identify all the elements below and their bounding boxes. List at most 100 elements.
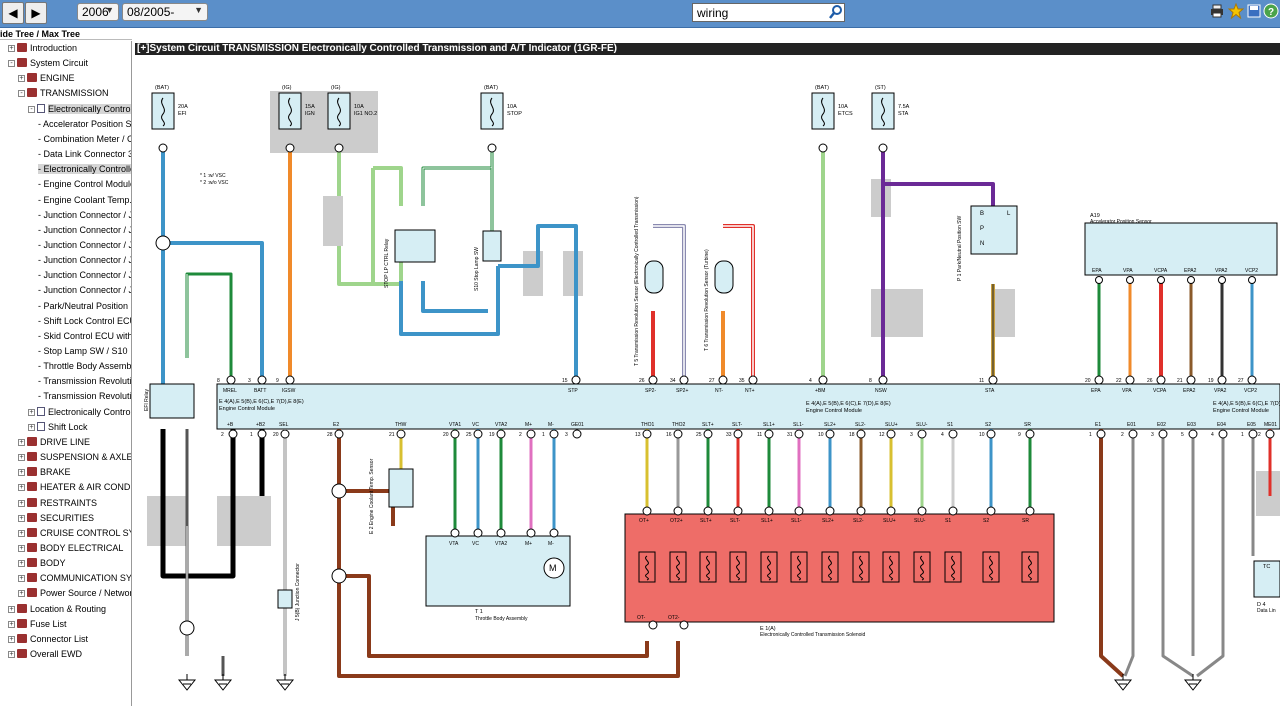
tree-item[interactable]: - Transmission Revoluti (38, 389, 131, 404)
tree-item[interactable]: - Junction Connector / J (38, 223, 131, 238)
back-button[interactable]: ◀ (2, 2, 24, 24)
tree-item[interactable]: - Transmission Revoluti (38, 374, 131, 389)
tree-item[interactable]: - Engine Coolant Temp. (38, 193, 131, 208)
expand-icon[interactable]: + (18, 499, 25, 507)
tree-item[interactable]: +ENGINE (18, 71, 75, 86)
pin-label: SLU+ (883, 518, 896, 524)
pin-label: MREL (223, 388, 237, 394)
tree-item[interactable]: +DRIVE LINE (18, 435, 90, 450)
pin-label: EPA (1092, 268, 1102, 274)
tree-item[interactable]: - Junction Connector / J (38, 253, 131, 268)
expand-icon[interactable]: + (8, 635, 15, 643)
tree-item[interactable]: +BODY ELECTRICAL (18, 541, 123, 556)
expand-icon[interactable]: + (8, 45, 15, 52)
fuse-element (881, 97, 885, 127)
ect-sensor-label: E 2 Engine Coolant Temp. Sensor (369, 458, 375, 534)
book-icon (27, 497, 37, 507)
tree-item[interactable]: +BODY (18, 556, 66, 571)
tree-item[interactable]: +CRUISE CONTROL SYST (18, 526, 131, 541)
save-icon[interactable] (1245, 3, 1262, 21)
tree-item[interactable]: - Junction Connector / J (38, 268, 132, 283)
tree-item[interactable]: -Electronically Contro (28, 102, 131, 117)
date-select[interactable]: 08/2005-▼ (122, 3, 208, 21)
tree-item[interactable]: - Skid Control ECU with (38, 329, 131, 344)
tree-item[interactable]: +Shift Lock (28, 420, 88, 435)
expand-icon[interactable]: + (28, 423, 35, 431)
tree-item[interactable]: +HEATER & AIR CONDIT (18, 480, 131, 495)
tree-item[interactable]: - Combination Meter / C (38, 132, 131, 147)
tree-item-label: Fuse List (30, 618, 67, 629)
back-arrow-icon: ◀ (8, 6, 18, 20)
tree-item[interactable]: +Connector List (8, 632, 88, 647)
tree-item-label: - Junction Connector / J (38, 270, 132, 281)
tree-item[interactable]: +SECURITIES (18, 511, 94, 526)
tree-item[interactable]: - Junction Connector / J (38, 208, 131, 223)
tree-item[interactable]: - Park/Neutral Position S (38, 299, 131, 314)
tree-item[interactable]: - TRANSMISSION (18, 86, 109, 101)
expand-icon[interactable]: + (8, 605, 15, 613)
tree-item[interactable]: +SUSPENSION & AXLE (18, 450, 131, 465)
tree-item[interactable]: - Data Link Connector 3 (38, 147, 131, 162)
help-icon[interactable]: ? (1262, 3, 1279, 21)
tree-item[interactable]: - Junction Connector / J (38, 283, 131, 298)
expand-icon[interactable]: + (18, 560, 25, 568)
tree-item[interactable]: +Location & Routing (8, 602, 106, 617)
expand-icon[interactable]: + (28, 408, 35, 416)
expand-icon[interactable]: + (18, 469, 25, 477)
tree-item[interactable]: +BRAKE (18, 465, 71, 480)
tree-item[interactable]: - Junction Connector / J (38, 238, 131, 253)
expand-icon[interactable]: + (8, 620, 15, 628)
tree-item[interactable]: - Accelerator Position S (38, 117, 131, 132)
expand-icon[interactable]: + (18, 484, 25, 492)
tree-item[interactable]: - Engine Control Module (38, 177, 131, 192)
book-icon (27, 573, 37, 583)
pin-terminal (1128, 429, 1138, 439)
collapse-icon[interactable]: - (8, 60, 15, 68)
pin-terminal (334, 429, 344, 439)
pin-number: 3 (910, 432, 913, 438)
print-icon[interactable] (1208, 3, 1225, 21)
tree-header: ide Tree / Max Tree (0, 28, 132, 40)
pin-label: VCPA (1154, 268, 1168, 274)
search-icon[interactable] (828, 4, 844, 20)
ecm-bottom-pin: SL2-18 (849, 422, 866, 439)
expand-icon[interactable]: + (18, 514, 25, 522)
expand-icon[interactable]: + (18, 575, 25, 583)
expand-icon[interactable]: + (18, 529, 25, 537)
expand-icon[interactable]: + (8, 651, 15, 658)
forward-button[interactable]: ▶ (25, 2, 47, 24)
pin-label: E04 (1217, 422, 1226, 428)
favorite-star-icon[interactable] (1227, 2, 1244, 21)
document-icon (37, 103, 45, 113)
tree-item[interactable]: - Stop Lamp SW / S10 (38, 344, 128, 359)
tree-item[interactable]: +Electronically Contro (28, 405, 131, 420)
tree-item[interactable]: +Overall EWD (8, 647, 82, 662)
expand-icon[interactable]: + (18, 590, 25, 598)
collapse-icon[interactable]: - (28, 105, 35, 113)
tree-item[interactable]: +Power Source / Networ (18, 586, 131, 601)
pin-number: 25 (466, 432, 472, 438)
tree-item-label: TRANSMISSION (40, 88, 109, 99)
collapse-icon[interactable]: - (18, 90, 25, 98)
pin-terminal (280, 429, 290, 439)
search-input[interactable]: wiring (692, 3, 845, 22)
expand-icon[interactable]: + (18, 544, 25, 552)
junction-connector-j5 (277, 589, 293, 609)
tree-item[interactable]: - Throttle Body Assemb (38, 359, 131, 374)
tree-item[interactable]: +RESTRAINTS (18, 496, 97, 511)
tree-item[interactable]: + Fuse List (8, 617, 67, 632)
pin-terminal (886, 429, 896, 439)
ecm-bottom-pin: SLU+12 (879, 422, 898, 439)
tree-item[interactable]: - Electronically Controlle (38, 162, 131, 177)
expand-icon[interactable]: + (18, 75, 25, 83)
tree-item[interactable]: +Introduction (8, 41, 77, 56)
tree-item[interactable]: - Shift Lock Control ECU (38, 314, 131, 329)
expand-icon[interactable]: + (18, 438, 25, 446)
tree-item[interactable]: -System Circuit (8, 56, 88, 71)
expand-icon[interactable]: + (18, 454, 25, 462)
year-select[interactable]: 2006▼ (77, 3, 119, 21)
tree-item[interactable]: +COMMUNICATION SYST (18, 571, 131, 586)
